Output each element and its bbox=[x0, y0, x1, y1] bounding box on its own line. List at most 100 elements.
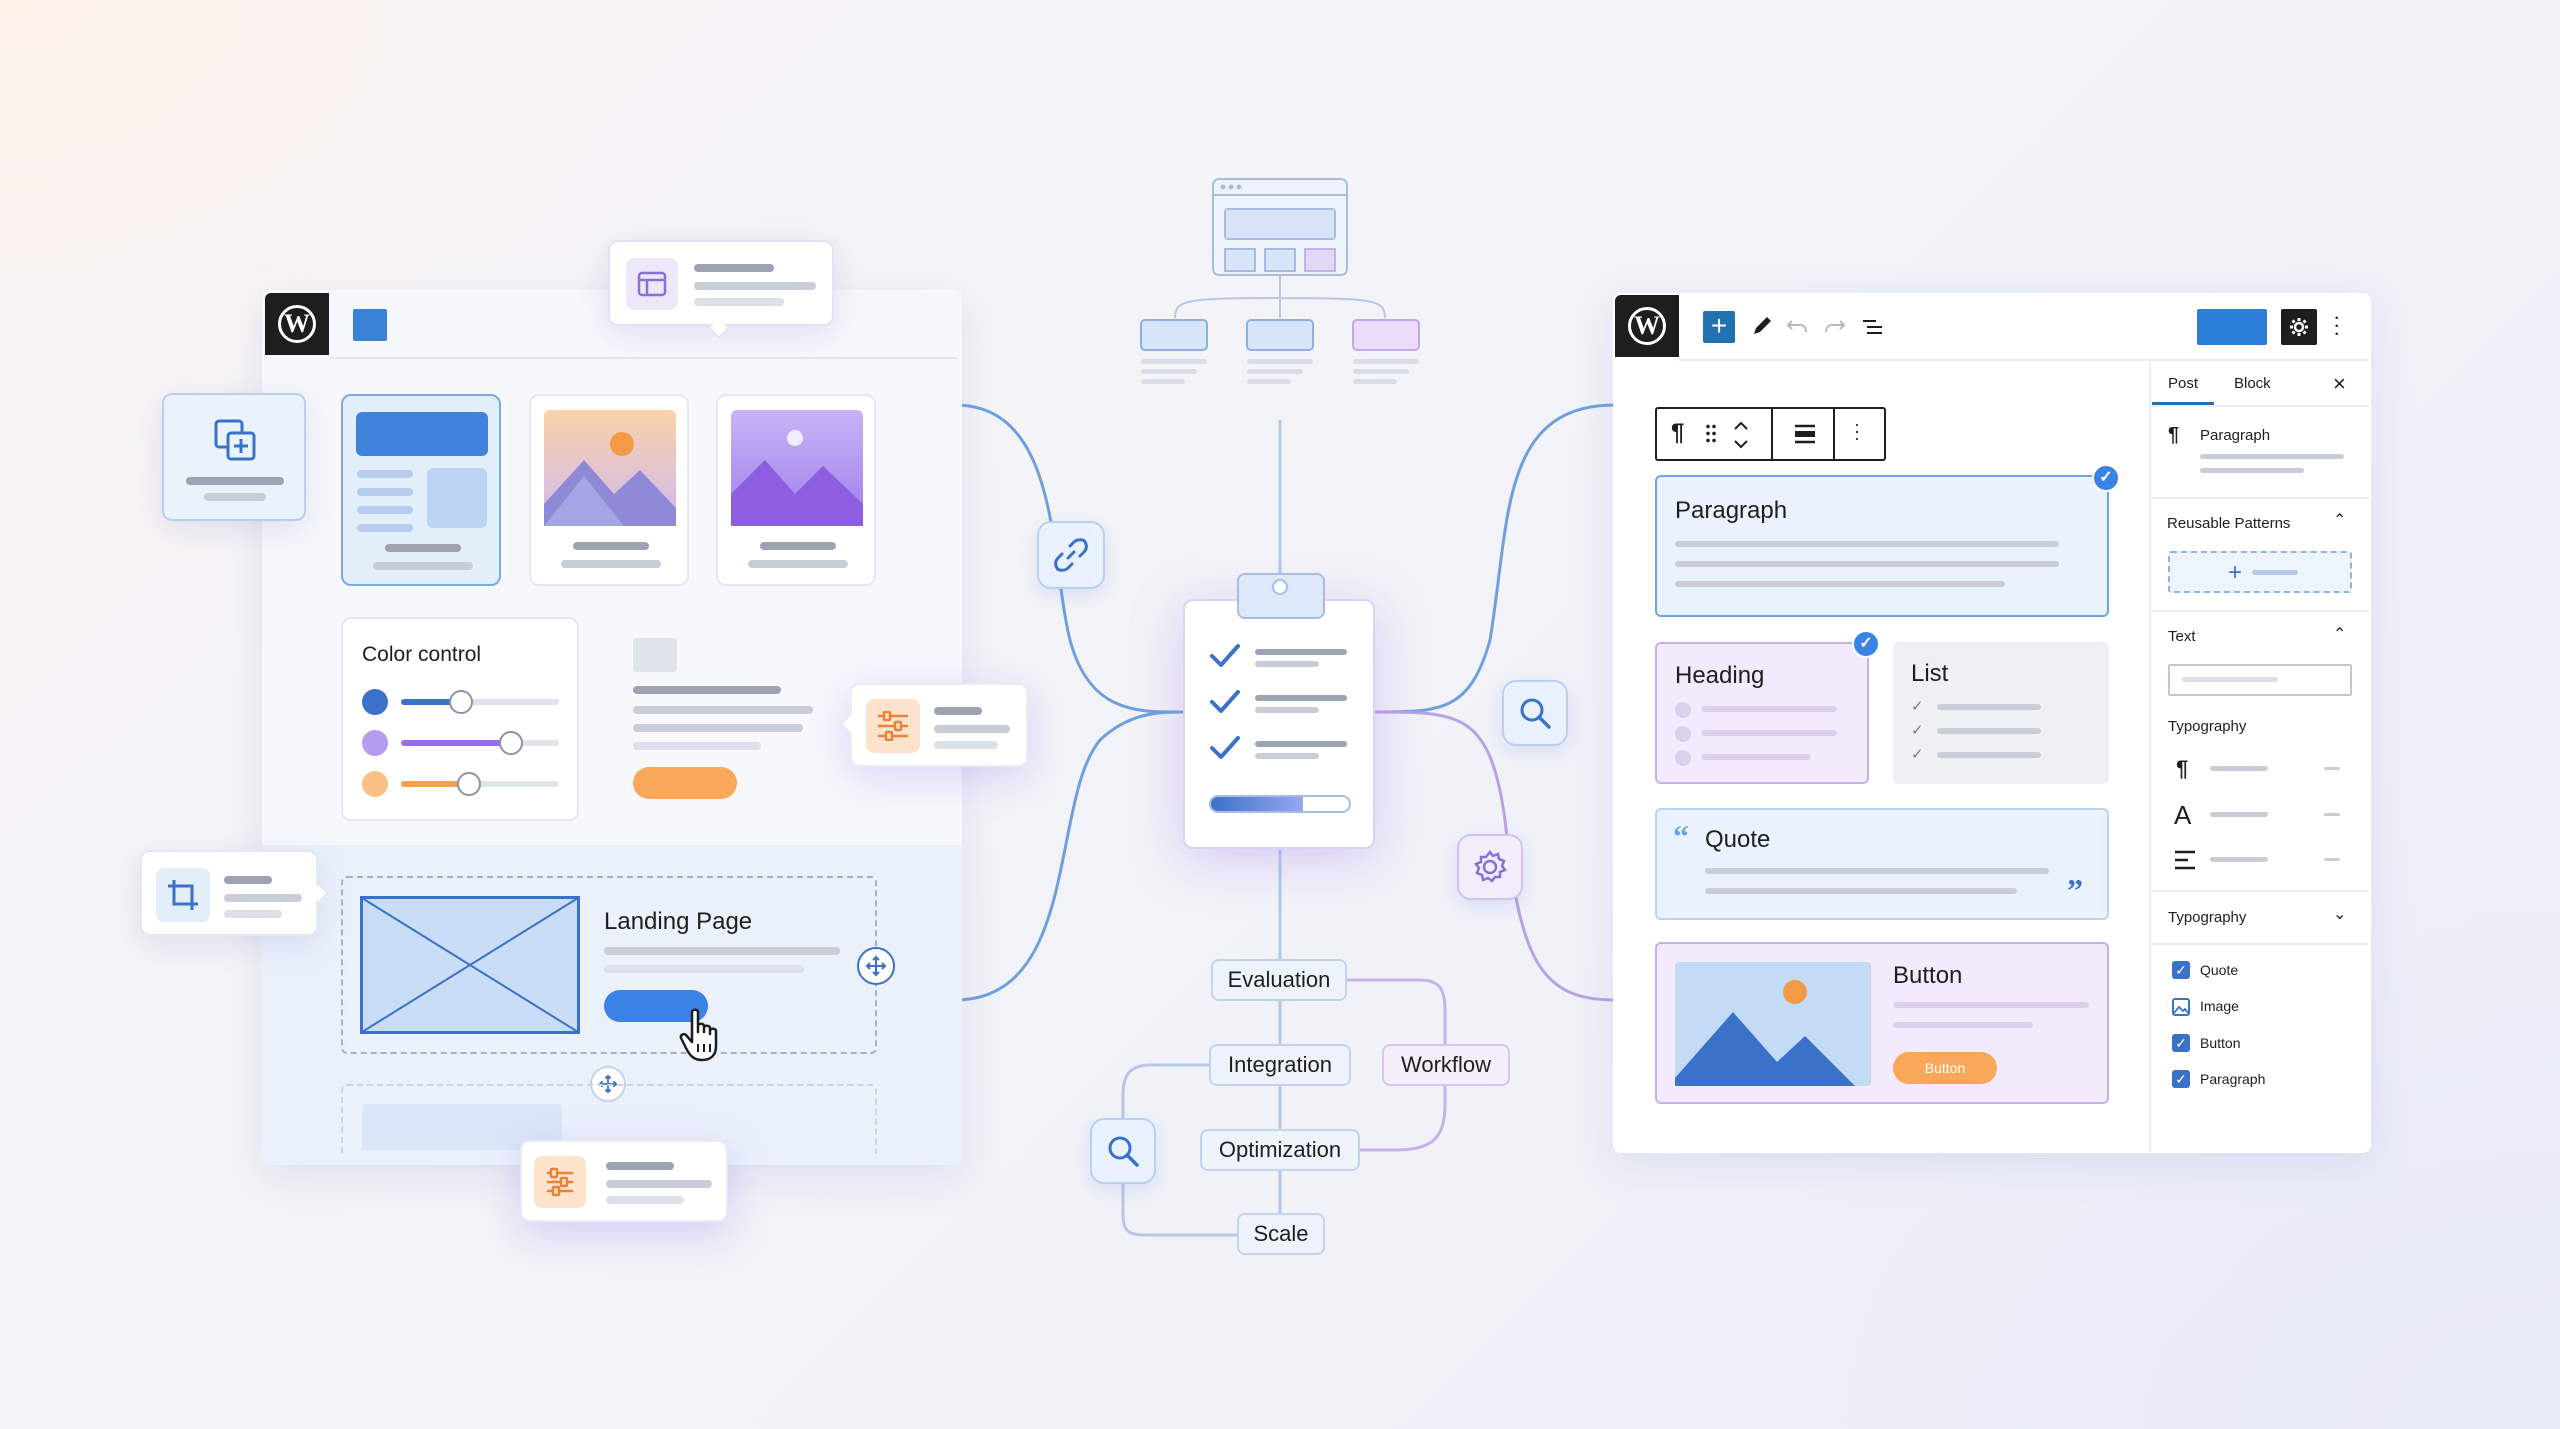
color-control-panel: Color control bbox=[341, 617, 579, 821]
crop-popover bbox=[140, 850, 329, 936]
search-icon[interactable] bbox=[1502, 680, 1568, 746]
redo-icon[interactable] bbox=[1824, 318, 1846, 336]
color-control-title: Color control bbox=[362, 643, 482, 666]
block-title: List bbox=[1911, 660, 1949, 687]
drag-handle-icon[interactable] bbox=[1705, 423, 1717, 445]
settings-popover bbox=[840, 683, 1028, 767]
slider-handle[interactable] bbox=[449, 690, 473, 714]
checkbox-image-label: Image bbox=[2200, 998, 2239, 1014]
filter-popover bbox=[520, 1140, 728, 1222]
paragraph-icon[interactable]: ¶ bbox=[1671, 419, 1685, 446]
check-icon bbox=[1210, 644, 1240, 667]
layout-icon bbox=[626, 258, 678, 310]
typography-label: Typography bbox=[2168, 718, 2247, 735]
more-options-icon[interactable]: ··· bbox=[2333, 304, 2341, 345]
crop-icon[interactable] bbox=[156, 868, 210, 922]
line-height-icon[interactable] bbox=[2174, 850, 2196, 870]
check-icon bbox=[1210, 690, 1240, 713]
layout-block-tooltip bbox=[608, 240, 834, 339]
quote-open-icon: “ bbox=[1673, 818, 1689, 854]
tab-post[interactable]: Post bbox=[2168, 375, 2199, 392]
checkbox-quote-label: Quote bbox=[2200, 962, 2239, 978]
settings-toggle-button[interactable] bbox=[2281, 309, 2317, 345]
checkbox-button[interactable]: ✓ bbox=[2172, 1034, 2190, 1052]
pattern-card-image-purple[interactable] bbox=[716, 394, 876, 586]
list-block[interactable]: List ✓ ✓ ✓ bbox=[1893, 642, 2109, 784]
checkbox-quote[interactable]: ✓ bbox=[2172, 961, 2190, 979]
pattern-card-text[interactable] bbox=[341, 394, 501, 586]
checkbox-paragraph[interactable]: ✓ bbox=[2172, 1070, 2190, 1088]
chevron-down-icon[interactable]: ⌄ bbox=[2333, 906, 2347, 923]
font-icon[interactable]: A bbox=[2174, 800, 2192, 830]
slider-handle[interactable] bbox=[457, 772, 481, 796]
checkbox-button-label: Button bbox=[2200, 1035, 2241, 1051]
block-title: Button bbox=[1893, 962, 1963, 989]
flow-node-integration[interactable]: Integration bbox=[1209, 1044, 1351, 1086]
heading-block[interactable]: Heading bbox=[1655, 642, 1869, 784]
publish-button[interactable] bbox=[2197, 309, 2267, 345]
sliders-icon[interactable] bbox=[866, 699, 920, 753]
checkbox-paragraph-label: Paragraph bbox=[2200, 1071, 2266, 1087]
flow-node-optimization[interactable]: Optimization bbox=[1200, 1129, 1360, 1171]
add-pattern-button[interactable]: + bbox=[2168, 551, 2352, 593]
preview-image-placeholder bbox=[633, 638, 677, 672]
landscape-image-icon bbox=[1675, 962, 1871, 1086]
close-sidebar-icon[interactable]: × bbox=[2333, 371, 2346, 396]
flow-node-evaluation[interactable]: Evaluation bbox=[1211, 959, 1347, 1001]
pattern-card-image-orange[interactable] bbox=[529, 394, 689, 586]
hand-cursor-icon bbox=[679, 1008, 718, 1062]
image-icon[interactable] bbox=[2172, 998, 2190, 1016]
button-block[interactable]: Button Button bbox=[1655, 942, 2109, 1104]
sliders-icon[interactable] bbox=[534, 1156, 586, 1208]
slider-handle[interactable] bbox=[499, 731, 523, 755]
next-block-placeholder bbox=[341, 1084, 877, 1154]
tab-post-underline bbox=[2152, 402, 2214, 406]
preview-button[interactable] bbox=[633, 767, 737, 799]
paragraph-icon[interactable]: ¶ bbox=[2176, 756, 2189, 781]
duplicate-block-popover bbox=[162, 393, 306, 521]
move-up-down-icon[interactable] bbox=[1731, 419, 1751, 451]
typography-section-heading[interactable]: Typography bbox=[2168, 909, 2247, 926]
sidebar-divider bbox=[2149, 361, 2151, 1151]
block-options-icon[interactable]: ··· bbox=[1854, 414, 1860, 448]
chevron-up-icon[interactable]: ⌃ bbox=[2333, 512, 2347, 529]
cta-button[interactable]: Button bbox=[1893, 1052, 1997, 1084]
text-input[interactable] bbox=[2168, 664, 2352, 696]
pencil-icon[interactable] bbox=[1750, 314, 1774, 338]
gear-icon[interactable] bbox=[1457, 834, 1523, 900]
block-toolbar: ¶ ··· bbox=[1655, 407, 1886, 461]
header-divider bbox=[1679, 359, 2369, 361]
flow-node-scale[interactable]: Scale bbox=[1237, 1213, 1325, 1255]
sidebar-paragraph-label: Paragraph bbox=[2200, 427, 2271, 444]
check-icon bbox=[1210, 736, 1240, 759]
undo-icon[interactable] bbox=[1786, 318, 1808, 336]
add-block-button[interactable] bbox=[353, 309, 387, 341]
landing-page-cta-button[interactable] bbox=[604, 990, 708, 1022]
block-title: Quote bbox=[1705, 826, 1771, 853]
chevron-up-icon[interactable]: ⌃ bbox=[2333, 626, 2347, 643]
landscape-image-icon bbox=[544, 410, 676, 526]
add-block-button[interactable]: + bbox=[1703, 311, 1735, 343]
search-icon[interactable] bbox=[1090, 1118, 1156, 1184]
duplicate-icon[interactable] bbox=[212, 417, 262, 465]
reusable-patterns-heading[interactable]: Reusable Patterns bbox=[2167, 515, 2291, 532]
selected-check-icon: ✓ bbox=[1852, 630, 1880, 658]
image-placeholder-icon bbox=[360, 896, 580, 1034]
block-title: Heading bbox=[1675, 662, 1765, 689]
paragraph-icon: ¶ bbox=[2168, 424, 2180, 446]
checklist-clipboard bbox=[1183, 573, 1375, 849]
link-icon[interactable] bbox=[1037, 521, 1105, 589]
progress-bar bbox=[1209, 795, 1351, 813]
wordpress-logo-icon[interactable]: W bbox=[265, 293, 329, 355]
wordpress-logo-icon[interactable]: W bbox=[1615, 295, 1679, 357]
quote-block[interactable]: “ Quote ” bbox=[1655, 808, 2109, 920]
align-icon[interactable] bbox=[1793, 423, 1817, 445]
paragraph-block[interactable]: Paragraph bbox=[1655, 475, 2109, 617]
document-outline-icon[interactable] bbox=[1862, 318, 1884, 336]
sitemap-diagram bbox=[1140, 178, 1420, 384]
landscape-image-icon bbox=[731, 410, 863, 526]
tab-block[interactable]: Block bbox=[2234, 375, 2271, 392]
text-section-heading[interactable]: Text bbox=[2168, 628, 2196, 645]
move-handle-icon[interactable] bbox=[857, 947, 895, 985]
flow-node-workflow[interactable]: Workflow bbox=[1382, 1044, 1510, 1086]
